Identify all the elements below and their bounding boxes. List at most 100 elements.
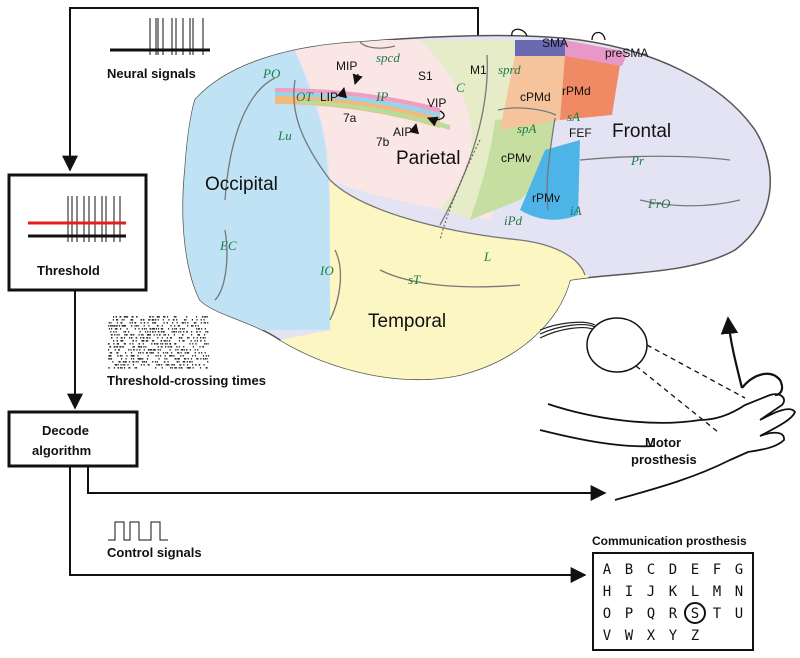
raster-tick (120, 337, 122, 339)
raster-tick (183, 340, 185, 342)
raster-tick (189, 361, 191, 363)
raster-tick (171, 367, 173, 369)
raster-tick (196, 337, 198, 339)
raster-tick (161, 367, 163, 369)
raster-tick (121, 355, 123, 357)
raster-tick (195, 322, 197, 324)
raster-tick (207, 322, 209, 324)
raster-tick (122, 325, 124, 327)
raster-tick (198, 352, 200, 354)
raster-tick (110, 334, 112, 336)
raster-tick (121, 340, 123, 342)
letter-x: X (647, 628, 656, 644)
raster-tick (117, 352, 119, 354)
letter-o: O (603, 606, 611, 622)
raster-tick (175, 358, 177, 360)
raster-tick (136, 349, 138, 351)
raster-tick (158, 358, 160, 360)
raster-tick (203, 334, 206, 336)
raster-tick (197, 328, 200, 330)
raster-tick (194, 322, 196, 324)
raster-tick (157, 352, 159, 354)
raster-tick (179, 364, 181, 366)
raster-tick (167, 361, 169, 363)
raster-tick (180, 364, 182, 366)
raster-tick (186, 349, 188, 351)
raster-tick (191, 334, 193, 336)
sulcus-sprd-label: sprd (498, 62, 521, 77)
raster-tick (110, 352, 113, 354)
raster-tick (149, 319, 151, 321)
raster-tick (139, 346, 141, 348)
raster-tick (204, 352, 206, 354)
raster-tick (137, 358, 139, 360)
raster-tick (133, 349, 135, 351)
raster-tick (160, 343, 162, 345)
raster-tick (173, 355, 175, 357)
raster-tick (131, 337, 133, 339)
raster-tick (167, 334, 170, 336)
raster-tick (146, 358, 148, 360)
raster-tick (178, 325, 180, 327)
raster-tick (108, 322, 110, 324)
raster-tick (120, 316, 122, 318)
raster-tick (145, 361, 147, 363)
s1-label: S1 (418, 69, 433, 83)
raster-tick (152, 331, 154, 333)
raster-tick (111, 334, 113, 336)
raster-tick (120, 322, 122, 324)
cpmv-area (470, 115, 555, 220)
raster-tick (175, 343, 177, 345)
raster-tick (156, 334, 158, 336)
raster-tick (118, 349, 120, 351)
raster-tick (146, 337, 148, 339)
raster-tick (143, 319, 145, 321)
raster-tick (165, 352, 167, 354)
raster-tick (112, 361, 114, 363)
raster-tick (197, 358, 199, 360)
raster-tick (157, 346, 159, 348)
raster-tick (128, 361, 131, 363)
raster-tick (196, 358, 198, 360)
raster-tick (167, 346, 169, 348)
raster-tick (169, 349, 171, 351)
raster-tick (175, 331, 177, 333)
letter-z: Z (691, 628, 699, 644)
raster-tick (153, 349, 155, 351)
raster-tick (110, 325, 112, 327)
raster-tick (182, 349, 184, 351)
raster-tick (166, 340, 168, 342)
raster-tick (121, 367, 123, 369)
raster-tick (189, 349, 191, 351)
raster-tick (178, 358, 180, 360)
raster-tick (157, 355, 159, 357)
raster-tick (125, 352, 127, 354)
raster-tick (117, 367, 119, 369)
raster-tick (182, 340, 184, 342)
raster-tick (130, 334, 132, 336)
raster-tick (108, 328, 110, 330)
raster-tick (144, 322, 146, 324)
raster-tick (141, 334, 143, 336)
ip-sulcus-band-blue (275, 92, 440, 118)
raster-tick (129, 322, 131, 324)
threshold-crossing-times-label: Threshold-crossing times (107, 373, 266, 388)
raster-tick (118, 334, 120, 336)
raster-tick (169, 346, 171, 348)
raster-tick (153, 319, 155, 321)
raster-tick (166, 358, 168, 360)
raster-tick (148, 319, 150, 321)
raster-tick (129, 367, 131, 369)
raster-tick (162, 331, 164, 333)
raster-tick (149, 316, 151, 318)
raster-tick (144, 361, 146, 363)
raster-tick (173, 331, 175, 333)
raster-tick (132, 364, 134, 366)
mip-label: MIP (336, 59, 357, 73)
raster-tick (203, 319, 205, 321)
raster-tick (132, 355, 134, 357)
communication-prosthesis-title: Communication prosthesis (592, 534, 747, 548)
raster-tick (117, 319, 119, 321)
sulcus-spcd-label: spcd (376, 50, 400, 65)
raster-tick (182, 361, 184, 363)
